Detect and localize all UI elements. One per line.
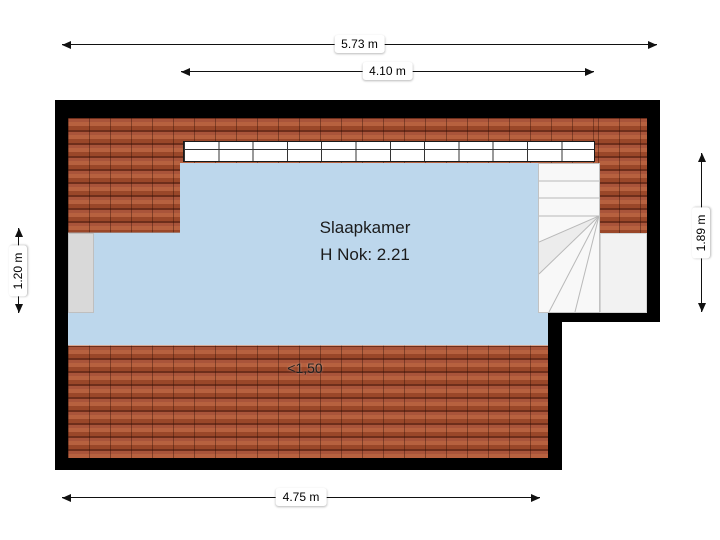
ridge-height-label: H Nok: 2.21 <box>320 245 410 264</box>
dimension-label: 4.75 m <box>275 488 327 506</box>
staircase-drawing <box>538 180 600 313</box>
roof-tiles-right <box>598 118 647 233</box>
knee-wall <box>68 233 94 313</box>
roof-tiles-bottom <box>68 345 548 458</box>
window-band <box>183 141 595 162</box>
headroom-label: <1,50 <box>287 360 323 376</box>
stair-landing <box>600 233 647 313</box>
roof-tiles-left <box>68 118 180 233</box>
staircase <box>538 163 600 313</box>
dimension-label: 4.10 m <box>362 62 413 80</box>
dimension-label: 5.73 m <box>334 35 385 53</box>
dimension-label: 1.89 m <box>692 207 710 258</box>
room-name-label: Slaapkamer <box>319 218 411 237</box>
dimension-label: 1.20 m <box>9 245 27 296</box>
room-label-group: Slaapkamer H Nok: 2.21 <box>225 214 505 268</box>
floor-area-lower <box>68 313 548 345</box>
